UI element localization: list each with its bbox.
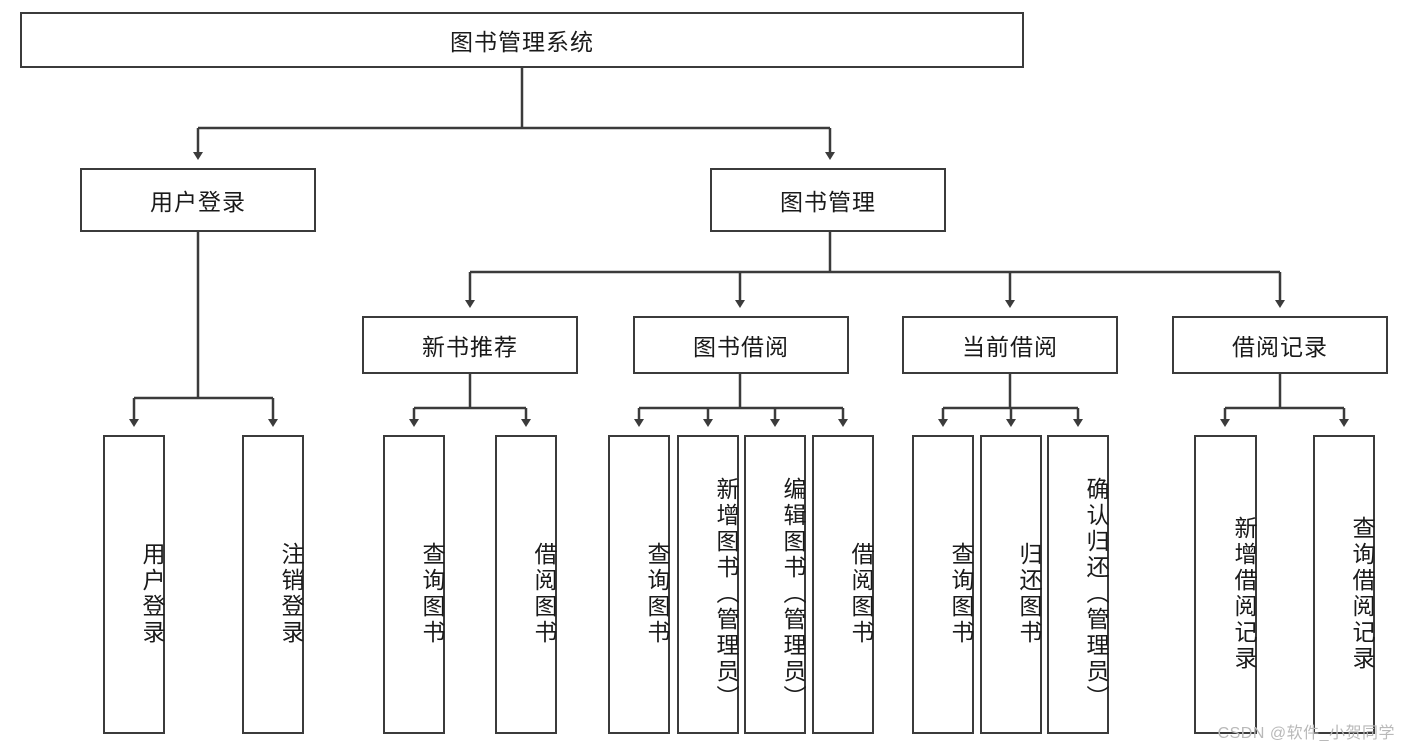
node-label: 借阅记录 — [1232, 334, 1328, 360]
leaf-current-borrow-confirm-return-admin[interactable]: 确认归还（管理员） — [1047, 435, 1109, 734]
node-borrow-record[interactable]: 借阅记录 — [1172, 316, 1388, 374]
node-label: 编辑图书（管理员） — [780, 476, 806, 711]
node-new-book-recommend[interactable]: 新书推荐 — [362, 316, 578, 374]
node-root-system[interactable]: 图书管理系统 — [20, 12, 1024, 68]
node-label: 图书管理 — [780, 189, 876, 215]
node-label: 查询图书 — [644, 541, 670, 646]
leaf-new-book-query-book[interactable]: 查询图书 — [383, 435, 445, 734]
node-label: 新增借阅记录 — [1231, 515, 1257, 672]
node-label: 图书管理系统 — [450, 29, 594, 55]
leaf-borrow-record-add-record[interactable]: 新增借阅记录 — [1194, 435, 1257, 734]
leaf-book-borrow-query-book[interactable]: 查询图书 — [608, 435, 670, 734]
node-label: 图书借阅 — [693, 334, 789, 360]
node-label: 确认归还（管理员） — [1083, 476, 1109, 711]
leaf-borrow-record-query-record[interactable]: 查询借阅记录 — [1313, 435, 1375, 734]
node-label: 新书推荐 — [422, 334, 518, 360]
node-label: 查询图书 — [419, 541, 445, 646]
leaf-new-book-borrow-book[interactable]: 借阅图书 — [495, 435, 557, 734]
node-label: 用户登录 — [150, 189, 246, 215]
node-label: 注销登录 — [278, 541, 304, 646]
node-user-login[interactable]: 用户登录 — [80, 168, 316, 232]
leaf-book-borrow-borrow-book[interactable]: 借阅图书 — [812, 435, 874, 734]
leaf-book-borrow-add-book-admin[interactable]: 新增图书（管理员） — [677, 435, 739, 734]
leaf-current-borrow-query-book[interactable]: 查询图书 — [912, 435, 974, 734]
node-label: 借阅图书 — [531, 541, 557, 646]
leaf-current-borrow-return-book[interactable]: 归还图书 — [980, 435, 1042, 734]
node-label: 归还图书 — [1016, 541, 1042, 646]
node-book-management[interactable]: 图书管理 — [710, 168, 946, 232]
node-label: 用户登录 — [139, 541, 165, 646]
leaf-book-borrow-edit-book-admin[interactable]: 编辑图书（管理员） — [744, 435, 806, 734]
node-label: 新增图书（管理员） — [713, 476, 739, 711]
node-label: 查询图书 — [948, 541, 974, 646]
leaf-user-login-login[interactable]: 用户登录 — [103, 435, 165, 734]
leaf-user-login-logout[interactable]: 注销登录 — [242, 435, 304, 734]
node-label: 当前借阅 — [962, 334, 1058, 360]
watermark: CSDN @软件_小贺同学 — [1217, 725, 1395, 742]
node-book-borrow[interactable]: 图书借阅 — [633, 316, 849, 374]
node-label: 查询借阅记录 — [1349, 515, 1375, 672]
node-current-borrow[interactable]: 当前借阅 — [902, 316, 1118, 374]
node-label: 借阅图书 — [848, 541, 874, 646]
